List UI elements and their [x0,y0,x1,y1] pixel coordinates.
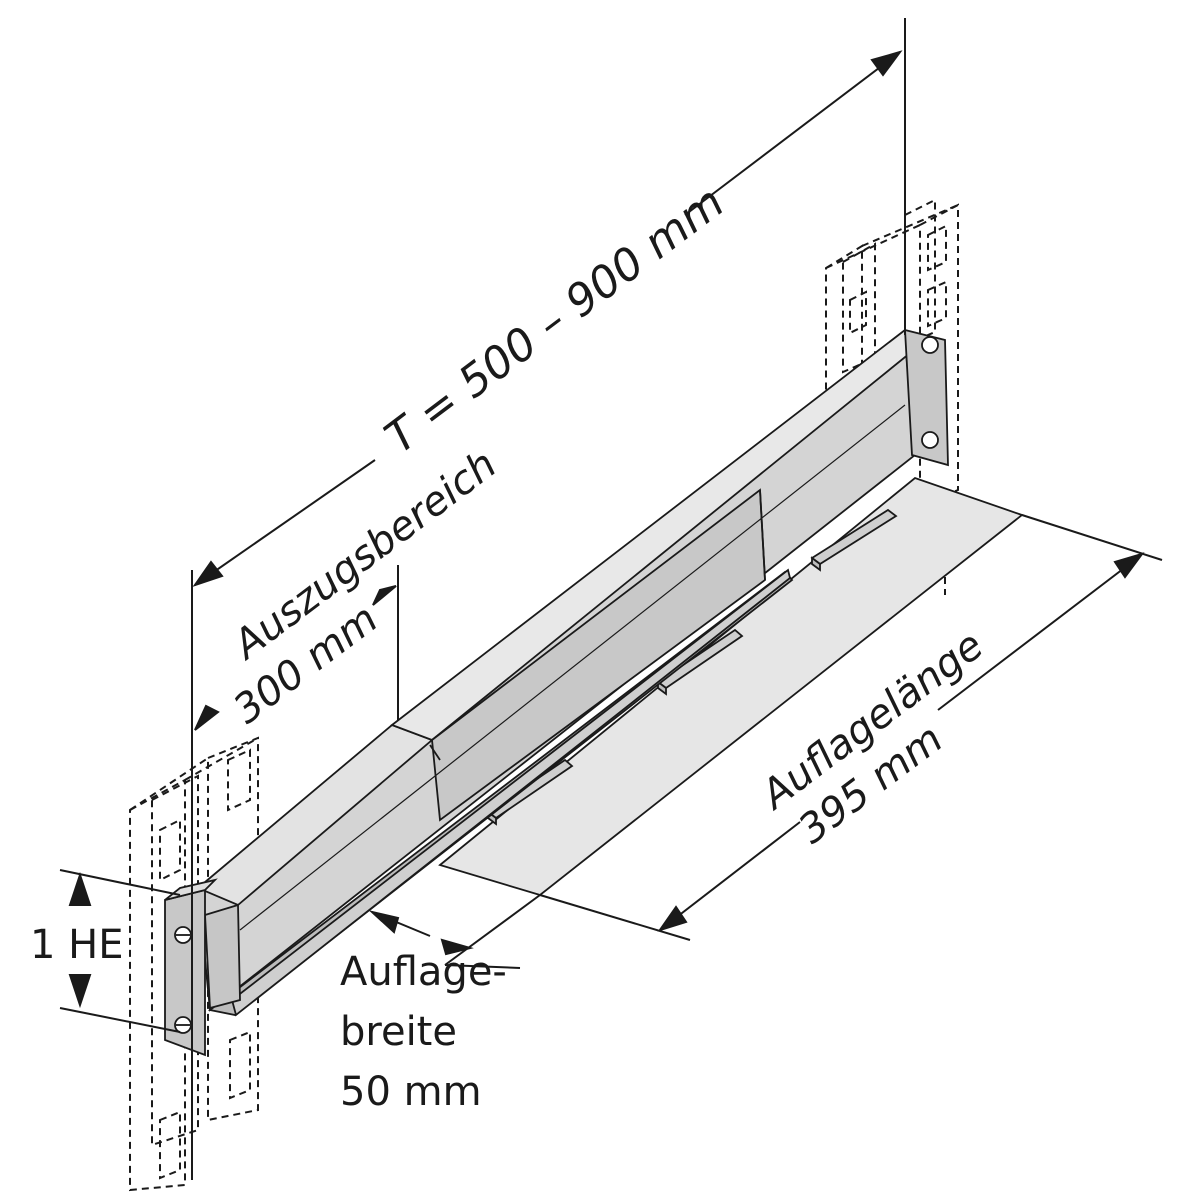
height-unit-label: 1 HE [30,922,124,968]
arrow-depth-end [870,50,903,77]
arrow-depth-start [192,560,224,587]
arrow-extension-bottom [194,704,220,731]
arrow-length-end [1113,552,1145,579]
arrow-he-bottom [68,974,92,1009]
arrow-width-start [368,910,400,934]
depth-label: T = 500 – 900 mm [376,177,734,464]
arrow-width-end [440,938,474,956]
support-width-label-line2: breite [340,1009,457,1055]
support-plate [438,476,1024,896]
arrow-he-top [68,871,92,906]
support-width-label-line3: 50 mm [340,1069,482,1115]
support-width-label-line1: Auflage- [340,949,507,995]
dimension-lines [59,18,1163,1180]
rear-screw-hole-top [921,336,939,354]
arrow-extension-top [372,585,397,606]
rear-screw-hole-bottom [921,431,939,449]
slide-rail [196,328,922,1017]
arrow-length-start [657,905,688,932]
rear-mount-bracket [904,328,949,467]
